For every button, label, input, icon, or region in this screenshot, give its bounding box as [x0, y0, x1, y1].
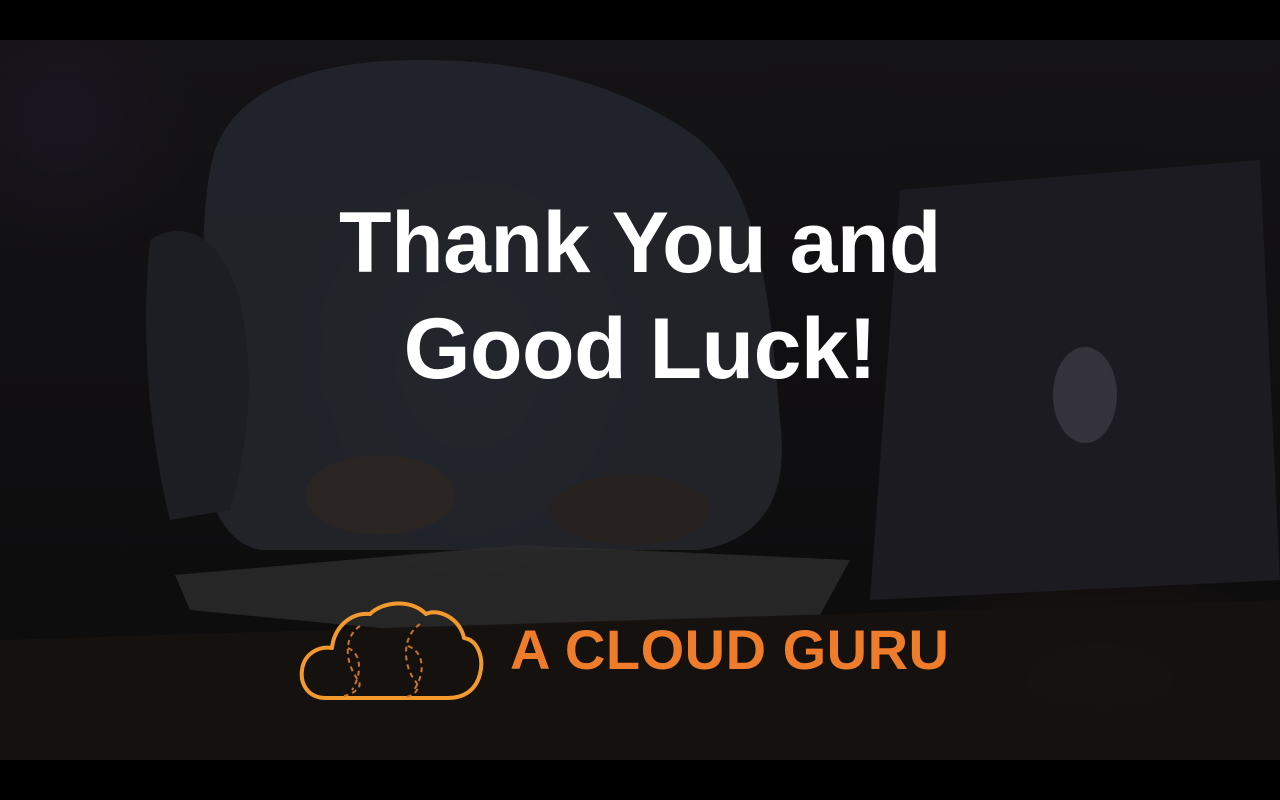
brand-logo: A CLOUD GURU: [298, 598, 998, 708]
headline-line-2: Good Luck!: [403, 301, 877, 397]
headline-line-1: Thank You and: [339, 195, 941, 291]
slide: Thank You and Good Luck! A CLOUD GURU: [0, 40, 1280, 760]
headline: Thank You and Good Luck!: [0, 190, 1280, 402]
background-photo: [0, 60, 1280, 760]
brand-name: A CLOUD GURU: [510, 618, 950, 681]
cloud-icon: [299, 601, 484, 700]
